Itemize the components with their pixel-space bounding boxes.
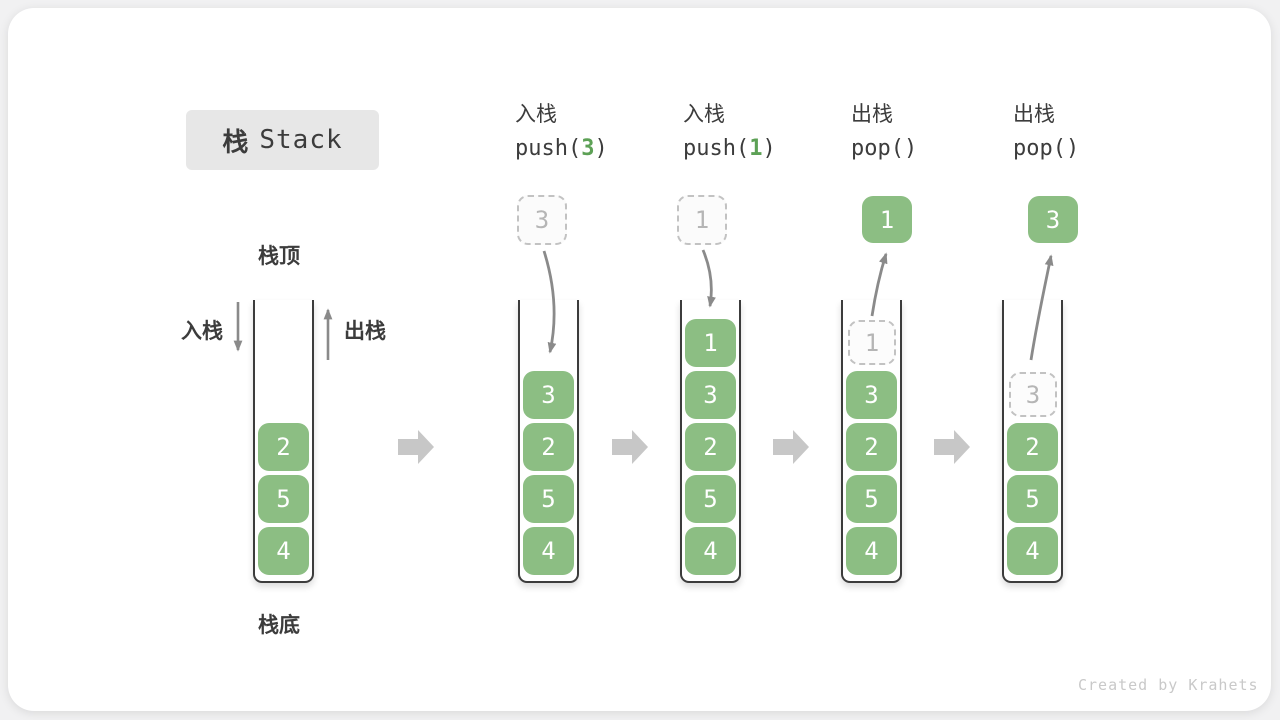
operation-code: pop() xyxy=(1013,136,1080,161)
stack-cell-2: 2 xyxy=(846,423,897,471)
stack-cell-3: 3 xyxy=(685,371,736,419)
stack-cell-4: 4 xyxy=(846,527,897,575)
operation-code: push(3) xyxy=(515,136,608,161)
operation-code-arg: 3 xyxy=(581,136,595,161)
stack-cell-5: 5 xyxy=(846,475,897,523)
title-en: Stack xyxy=(259,125,343,155)
stack-cell-5: 5 xyxy=(523,475,574,523)
floating-value-3-solid: 3 xyxy=(1028,196,1078,243)
operation-header-4: 出栈 pop() xyxy=(1013,104,1183,160)
operation-label: 出栈 xyxy=(1013,102,1055,126)
floating-value-1-dashed: 1 xyxy=(677,195,727,245)
push-side-label: 入栈 xyxy=(181,319,223,343)
operation-label: 入栈 xyxy=(515,102,557,126)
title-zh: 栈 xyxy=(222,127,250,158)
stack-cell-1: 1 xyxy=(685,319,736,367)
stack-top-label: 栈顶 xyxy=(258,244,300,268)
stack-cell-1-ghost: 1 xyxy=(848,320,896,365)
stack-cell-3-ghost: 3 xyxy=(1009,372,1057,417)
floating-value-1-solid: 1 xyxy=(862,196,912,243)
diagram-title: 栈 Stack xyxy=(186,110,379,170)
pop-side-label: 出栈 xyxy=(344,319,386,343)
operation-label: 入栈 xyxy=(683,102,725,126)
stack-cell-4: 4 xyxy=(1007,527,1058,575)
operation-header-3: 出栈 pop() xyxy=(851,104,1021,160)
stack-bottom-label: 栈底 xyxy=(258,613,300,637)
watermark: Created by Krahets xyxy=(1078,676,1259,694)
operation-code-arg: 1 xyxy=(749,136,763,161)
operation-label: 出栈 xyxy=(851,102,893,126)
stack-cell-2: 2 xyxy=(1007,423,1058,471)
stack-cell-3: 3 xyxy=(846,371,897,419)
stack-cell-5: 5 xyxy=(1007,475,1058,523)
operation-header-1: 入栈 push(3) xyxy=(515,104,685,160)
floating-value-3-dashed: 3 xyxy=(517,195,567,245)
stack-cell-2: 2 xyxy=(523,423,574,471)
stack-cell-4: 4 xyxy=(258,527,309,575)
operation-code: push(1) xyxy=(683,136,776,161)
stack-cell-5: 5 xyxy=(258,475,309,523)
stack-cell-4: 4 xyxy=(685,527,736,575)
operation-code: pop() xyxy=(851,136,918,161)
stack-cell-4: 4 xyxy=(523,527,574,575)
operation-header-2: 入栈 push(1) xyxy=(683,104,853,160)
stack-cell-5: 5 xyxy=(685,475,736,523)
stack-cell-2: 2 xyxy=(685,423,736,471)
stack-cell-3: 3 xyxy=(523,371,574,419)
stack-cell-2: 2 xyxy=(258,423,309,471)
